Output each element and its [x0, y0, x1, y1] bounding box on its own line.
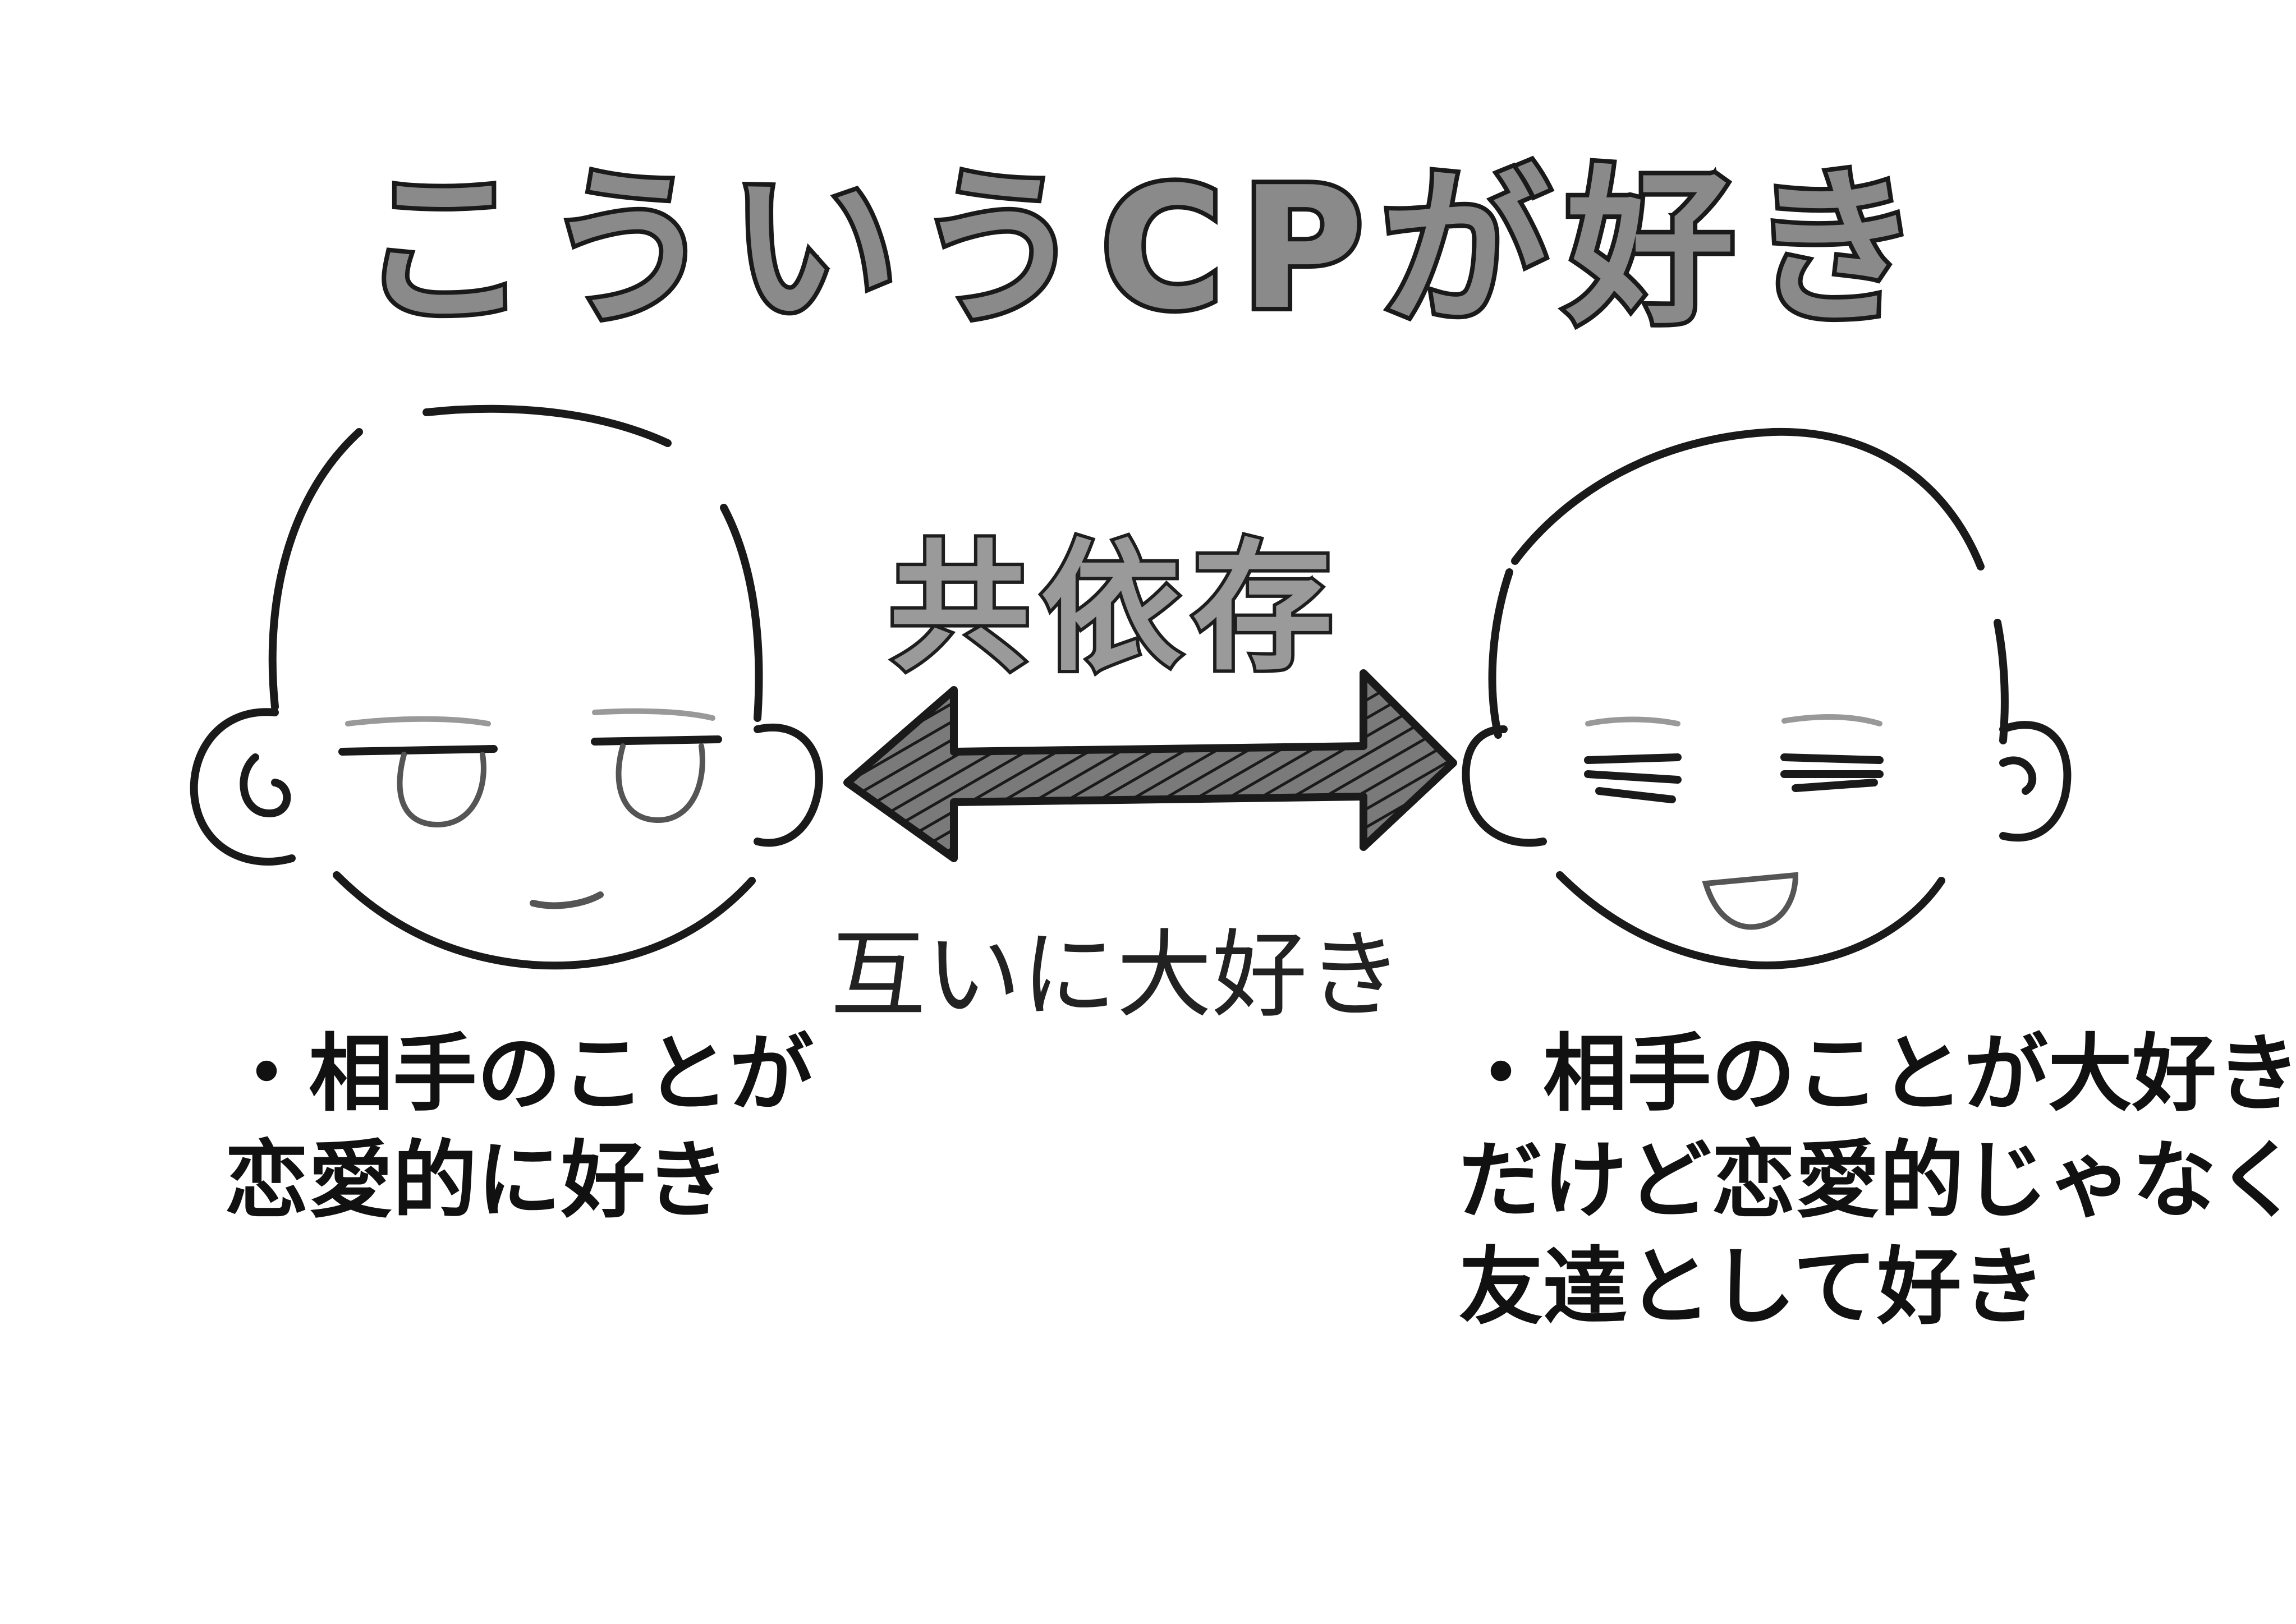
left-face-brow-left: [348, 719, 488, 724]
left-face-jaw: [337, 875, 752, 965]
right-note-line: ・相手のことが大好き: [1459, 1021, 2296, 1128]
left-face-brow-right: [595, 711, 713, 718]
left-face-ear-swirl: [244, 757, 287, 813]
right-face-brow-right: [1784, 717, 1880, 724]
left-note-line: 恋愛的に好き: [224, 1128, 814, 1234]
right-face-mouth: [1706, 875, 1796, 927]
right-note-line: だけど恋愛的じゃなくて: [1459, 1128, 2296, 1234]
center-caption: 互いに大好き: [786, 898, 1448, 1036]
left-note-line: ・相手のことが: [224, 1021, 814, 1128]
left-face-lid-right: [595, 739, 718, 742]
right-face-closed-eye-right-1: [1784, 757, 1880, 760]
right-face-ear-left: [1466, 729, 1544, 843]
center-label: 共依存: [836, 494, 1397, 697]
right-face-ear-swirl: [2003, 760, 2032, 791]
right-face-closed-eye-right-3: [1796, 783, 1874, 788]
right-face-closed-eye-left-3: [1599, 791, 1672, 799]
right-face-jaw: [1560, 875, 1941, 965]
right-face-head-left: [1493, 572, 1509, 735]
right-face-head-outline: [1515, 432, 1981, 567]
left-face-head-top: [426, 409, 668, 443]
right-face-head-right: [1997, 623, 2005, 740]
left-face-head-right: [724, 508, 759, 718]
right-note: ・相手のことが大好き だけど恋愛的じゃなくて 友達として好き: [1459, 1021, 2296, 1341]
left-face-mouth: [533, 895, 600, 905]
right-face: [1466, 432, 2068, 965]
left-face-eye-left: [400, 755, 484, 825]
double-arrow-icon: [847, 673, 1453, 858]
right-face-brow-left: [1588, 720, 1678, 724]
right-face-closed-eye-left-2: [1588, 774, 1678, 780]
left-note: ・相手のことが 恋愛的に好き: [224, 1021, 814, 1234]
right-face-closed-eye-left-1: [1588, 757, 1678, 760]
left-face-lid-left: [342, 749, 494, 752]
left-face: [194, 409, 819, 965]
left-face-ear-right: [757, 728, 819, 843]
right-note-line: 友達として好き: [1459, 1234, 2296, 1341]
left-face-eye-right: [619, 746, 702, 820]
left-face-head-outline: [273, 432, 359, 707]
